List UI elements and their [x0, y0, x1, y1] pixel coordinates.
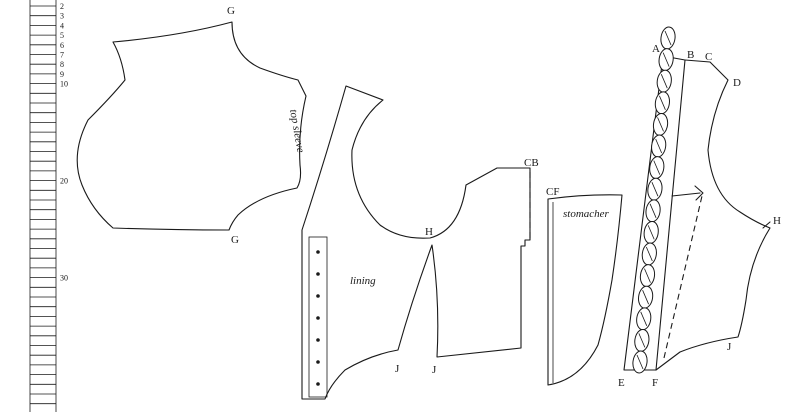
- trim-pleat-line: [647, 225, 655, 240]
- ruler-label: 8: [60, 60, 64, 69]
- eyelet-hole: [316, 294, 320, 298]
- front-bodice-piece: A B C D H J E F: [618, 26, 781, 389]
- top-sleeve-piece: G G top sleeve: [76, 5, 307, 246]
- eyelet-holes: [316, 250, 320, 386]
- top-sleeve-outline: [76, 21, 307, 231]
- lining-piece: H CB J J lining: [301, 85, 539, 400]
- point-label-a: A: [652, 43, 660, 55]
- puffed-trim: [632, 26, 676, 374]
- point-label-e: E: [618, 377, 625, 389]
- point-label-f: F: [652, 377, 658, 389]
- placement-arrow-shaft: [671, 192, 701, 197]
- point-label-g-bottom: G: [231, 234, 239, 246]
- trim-pleat-line: [660, 74, 668, 89]
- point-label-cf: CF: [546, 186, 559, 198]
- eyelet-hole: [316, 250, 320, 254]
- trim-pleat-line: [640, 311, 648, 326]
- scale-ruler: 2 3 4 5 6 7 8 9 10 20 30: [29, 0, 68, 412]
- ruler-label: 7: [60, 51, 64, 60]
- point-label-g-top: G: [227, 5, 235, 17]
- point-label-j-left: J: [395, 363, 400, 375]
- lining-label: lining: [350, 275, 376, 287]
- placement-dashed-line: [663, 195, 703, 359]
- trim-pleat-line: [657, 117, 664, 132]
- stomacher-label: stomacher: [563, 208, 610, 220]
- ruler-label: 2: [60, 2, 64, 11]
- ruler-label: 5: [60, 31, 64, 40]
- notch-mark: [762, 221, 771, 229]
- ruler-labels: 2 3 4 5 6 7 8 9 10 20 30: [60, 2, 68, 283]
- ruler-label: 3: [60, 12, 64, 21]
- point-label-b: B: [687, 49, 694, 61]
- trim-pleat-line: [651, 182, 659, 197]
- ruler-label: 20: [60, 177, 68, 186]
- top-sleeve-label: top sleeve: [287, 108, 306, 153]
- ruler-label: 30: [60, 274, 68, 283]
- lacing-strip: [308, 236, 328, 398]
- back-piece-outline: [301, 85, 531, 400]
- trim-pleat-line: [664, 30, 672, 46]
- ruler-ticks: [30, 5, 56, 405]
- ruler-label: 10: [60, 80, 68, 89]
- point-label-h-right: H: [773, 215, 781, 227]
- placement-arrow-head: [694, 185, 704, 201]
- point-label-j-right: J: [432, 364, 437, 376]
- ruler-label: 6: [60, 41, 64, 50]
- point-label-c: C: [705, 51, 712, 63]
- eyelet-hole: [316, 272, 320, 276]
- trim-pleat-line: [644, 268, 651, 283]
- eyelet-hole: [316, 316, 320, 320]
- trim-pleat-line: [649, 203, 657, 218]
- trim-pleat-line: [662, 52, 670, 67]
- trim-pleat-line: [659, 95, 666, 110]
- point-label-cb: CB: [524, 157, 539, 169]
- trim-pleat-line: [638, 333, 646, 348]
- eyelet-hole: [316, 382, 320, 386]
- eyelet-hole: [316, 360, 320, 364]
- trim-pleat-line: [645, 246, 653, 262]
- bodice-side-outline: [655, 59, 771, 371]
- eyelet-hole: [316, 338, 320, 342]
- stomacher-piece: CF stomacher: [546, 186, 623, 386]
- stomacher-outline: [547, 194, 623, 386]
- point-label-j-bodice: J: [727, 341, 732, 353]
- trim-pleat-line: [636, 354, 644, 370]
- trim-pleat-line: [655, 138, 663, 154]
- trim-pleat-line: [653, 160, 661, 175]
- trim-pleat-line: [642, 290, 649, 305]
- point-label-h-lining: H: [425, 226, 433, 238]
- point-label-d: D: [733, 77, 741, 89]
- ruler-label: 9: [60, 70, 64, 79]
- ruler-label: 4: [60, 21, 64, 30]
